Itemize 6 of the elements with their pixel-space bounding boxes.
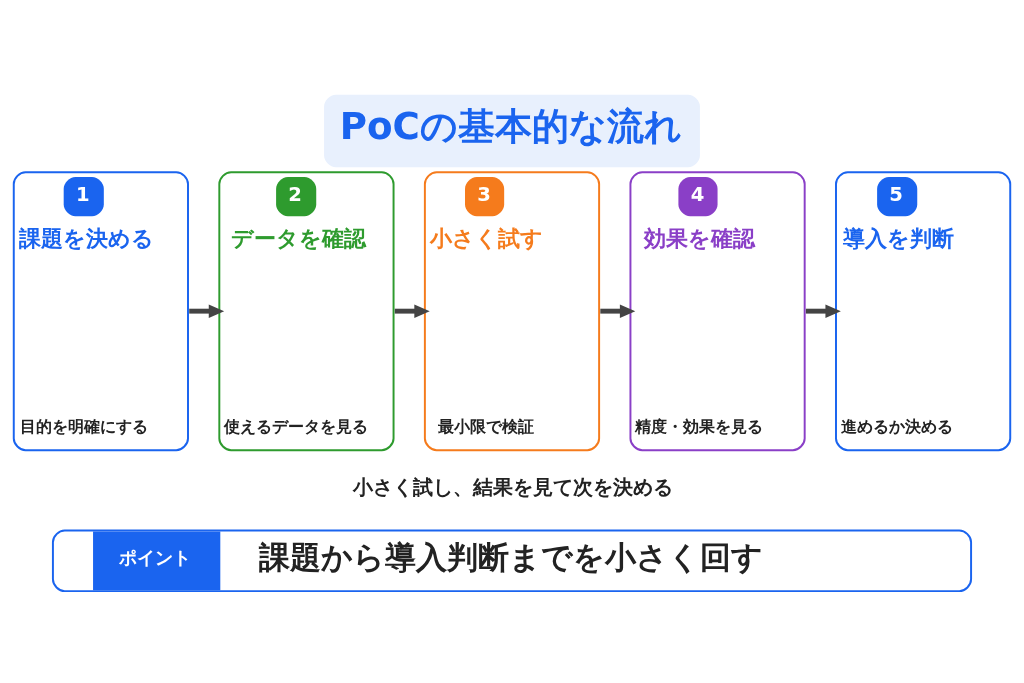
label: 小さく試し、結果を見て次を決める [352,476,673,500]
diagram-title: PoCの基本的な流れ [339,104,682,149]
arrow [394,304,430,318]
arrow [189,304,225,318]
arrow [805,304,841,318]
arrow [600,304,636,318]
